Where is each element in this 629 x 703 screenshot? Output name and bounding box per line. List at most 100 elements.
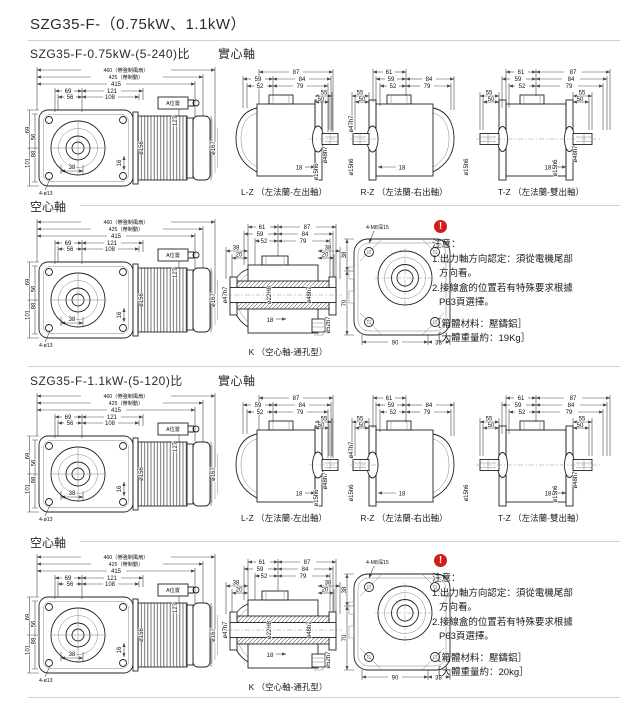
dim-label: 87 bbox=[570, 70, 577, 76]
a-position-label: A位置 bbox=[166, 99, 180, 107]
dim-label: ø156 bbox=[139, 467, 145, 481]
dim-label: 79 bbox=[297, 84, 304, 90]
dim-label: ø156 bbox=[139, 141, 145, 155]
dim-label: 56 bbox=[67, 582, 74, 588]
dim-label: 121 bbox=[107, 241, 118, 247]
dim-label: 61 bbox=[518, 396, 525, 402]
dim-label: 69 bbox=[65, 241, 72, 247]
dim-label: 84 bbox=[426, 77, 433, 83]
rz-view-drawing: 61 59 84 52 79 55 50 18 ø47h7 ø15h6 bbox=[348, 69, 455, 181]
dim-label: 415 bbox=[111, 234, 122, 240]
note-line: 方向看。 bbox=[439, 602, 478, 613]
dim-label: 425（帶制動） bbox=[109, 560, 144, 568]
dim-label: 52 bbox=[519, 84, 526, 90]
dim-label: 50 bbox=[488, 423, 495, 429]
dim-label: 425（帶制動） bbox=[109, 73, 144, 81]
dim-label: 425（帶制動） bbox=[109, 399, 144, 407]
caption-tz: T-Z （左法蘭-雙出軸） bbox=[498, 187, 584, 197]
dim-label: ø15h6 bbox=[553, 159, 559, 177]
flange-body bbox=[348, 573, 451, 671]
dim-label: ø15h6 bbox=[314, 489, 320, 507]
dim-label: 16 bbox=[117, 485, 123, 492]
divider bbox=[80, 205, 620, 206]
note-line: 2.接線盒的位置若有特殊要求根據 bbox=[432, 282, 573, 294]
dim-label: 84 bbox=[302, 232, 309, 238]
drawing-lz-1: 87 59 84 52 79 55 50 18 ø48h7 ø15h6 bbox=[229, 66, 341, 189]
section-header-0_75kw: SZG35-F-0.75kW-(5-240)比 bbox=[30, 47, 190, 61]
dim-label: 425（帶制動） bbox=[109, 225, 144, 233]
dim-label: 108 bbox=[105, 95, 116, 101]
dim-label: ø156 bbox=[139, 628, 145, 642]
weight-note: ［大體重量約：19Kg］ bbox=[432, 333, 531, 344]
dimension-lines bbox=[27, 67, 216, 191]
dim-label: 460（帶強制風扇） bbox=[104, 392, 149, 400]
dim-label: 61 bbox=[259, 225, 266, 231]
dim-label: 50 bbox=[359, 423, 366, 429]
drawing-k-2: 61 87 59 84 52 79 38 20 38 20 18 ø47h7 ø… bbox=[222, 556, 342, 691]
dim-label: 55 bbox=[579, 91, 586, 97]
dim-label: ø167 bbox=[211, 628, 217, 642]
dim-label: 55 bbox=[321, 91, 328, 97]
dim-label: ø52h7 bbox=[326, 651, 332, 669]
a-position-label: A位置 bbox=[166, 586, 180, 594]
dim-label: ø48h7 bbox=[323, 146, 329, 164]
dim-label: 79 bbox=[300, 239, 307, 245]
dim-label: 59 bbox=[257, 567, 264, 573]
note-line: 1.出力軸方向認定：須從電機尾部 bbox=[432, 587, 573, 599]
dim-label: ø15h6 bbox=[314, 163, 320, 181]
k-view-drawing: 61 87 59 84 52 79 38 20 38 20 18 ø47h7 ø… bbox=[222, 559, 342, 671]
flange-face-view-drawing: 4-M8深15 90 38 38 70 bbox=[341, 222, 451, 347]
drawing-tz-1: 61 87 59 84 52 79 55 50 55 50 18 ø48h7 ø… bbox=[458, 66, 622, 189]
dim-label: 88 bbox=[32, 150, 38, 157]
dim-label: ø15h6 bbox=[349, 158, 355, 176]
dim-label: 101 bbox=[26, 644, 32, 655]
dim-label: 18 bbox=[267, 318, 274, 324]
dim-label: 87 bbox=[293, 70, 300, 76]
dim-label: ø22H8 bbox=[267, 285, 273, 304]
drawing-main-3: 460（帶強制風扇） 425（帶制動） 415 69 121 56 108 A位… bbox=[25, 390, 220, 530]
dim-label: 55 bbox=[357, 417, 364, 423]
flange-body bbox=[348, 238, 451, 336]
dim-label: 38 bbox=[69, 491, 76, 497]
dim-label: 121 bbox=[107, 576, 118, 582]
gearmotor-body bbox=[38, 248, 218, 339]
dim-label: 56 bbox=[32, 133, 38, 140]
dim-label: 18 bbox=[545, 166, 552, 172]
dimension-lines bbox=[479, 395, 611, 495]
caption-rz: R-Z （左法蘭-右出軸） bbox=[360, 513, 448, 523]
dim-label: 108 bbox=[105, 582, 116, 588]
bolt-spec-label: 4-M8深15 bbox=[366, 223, 389, 231]
drawing-tz-2: 61 87 59 84 52 79 55 50 55 50 18 ø48h7 ø… bbox=[458, 392, 622, 515]
dim-label: ø52h7 bbox=[326, 316, 332, 334]
dim-label: 18 bbox=[296, 492, 303, 498]
caption-lz: L-Z （左法蘭-左出軸） bbox=[241, 513, 327, 523]
dimension-lines bbox=[351, 69, 455, 169]
dim-label: 38 bbox=[233, 581, 240, 587]
dim-label: 52 bbox=[257, 84, 264, 90]
dim-label: 415 bbox=[111, 82, 122, 88]
dim-label: 55 bbox=[579, 417, 586, 423]
a-position-label: A位置 bbox=[166, 425, 180, 433]
dimension-lines bbox=[242, 395, 334, 495]
k-body bbox=[224, 255, 342, 336]
dim-label: ø48h7 bbox=[307, 286, 313, 304]
dim-label: 70 bbox=[342, 299, 348, 306]
dim-label: 38 bbox=[69, 165, 76, 171]
notes-title: 注意： bbox=[432, 573, 461, 584]
dim-label: 127 bbox=[173, 115, 179, 126]
dim-label: 69 bbox=[65, 89, 72, 95]
dim-label: 59 bbox=[388, 77, 395, 83]
dimension-lines bbox=[27, 554, 216, 678]
bolt-holes-label: 4-ø13 bbox=[39, 191, 53, 197]
dim-label: 18 bbox=[399, 492, 406, 498]
dim-label: 79 bbox=[424, 84, 431, 90]
caption-k: K （空心軸-通孔型） bbox=[248, 347, 328, 357]
material-note: ［箱體材料：壓鑄鋁］ bbox=[432, 652, 528, 664]
dim-label: 87 bbox=[570, 396, 577, 402]
dim-label: 56 bbox=[67, 95, 74, 101]
dim-label: 61 bbox=[259, 560, 266, 566]
warning-icon: ! bbox=[434, 554, 447, 567]
dim-label: 84 bbox=[568, 77, 575, 83]
dim-label: 415 bbox=[111, 408, 122, 414]
dim-label: 121 bbox=[107, 89, 118, 95]
